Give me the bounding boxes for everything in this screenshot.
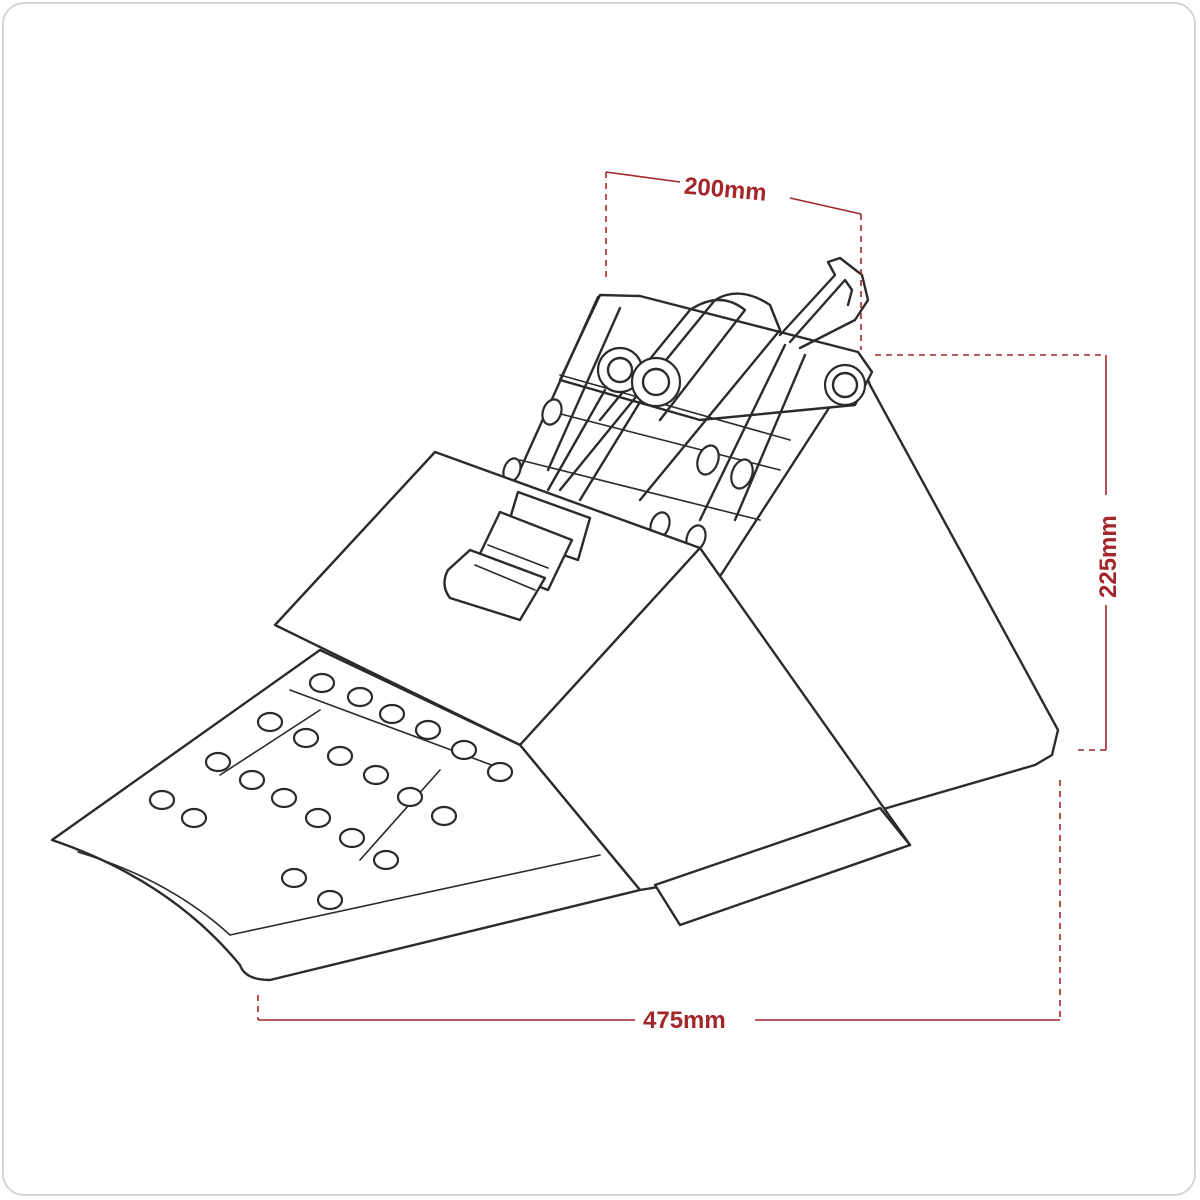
width-label: 200mm [683, 173, 768, 207]
wire-handles [546, 256, 870, 502]
dimension-length: 475mm [257, 780, 1061, 1034]
height-label: 225mm [1095, 515, 1122, 598]
dimension-height: 225mm [875, 354, 1122, 751]
dimension-width: 200mm [605, 171, 862, 350]
length-label: 475mm [643, 1007, 726, 1034]
chock-front-ramp [50, 648, 642, 982]
strap-buckle [443, 490, 592, 622]
